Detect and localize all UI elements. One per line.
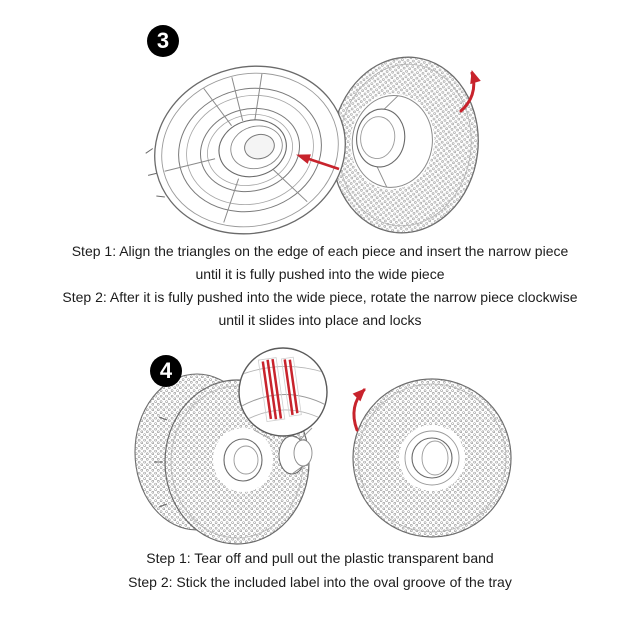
step-3-illustration [145,56,481,235]
step-4-illustration [134,347,512,545]
transparent-band-red-stripes [257,356,302,422]
instruction-line: until it slides into place and locks [218,312,422,328]
pull-band-arrow-icon [352,388,366,432]
step-3-number-badge: 3 [147,25,179,57]
step-3-instructions: Step 1: Align the triangles on the edge … [0,240,640,332]
rotate-clockwise-arrow-icon [459,70,481,113]
wide-piece-drawing [331,56,479,234]
insert-arrow-icon [296,154,340,171]
step-4-instructions: Step 1: Tear off and pull out the plasti… [0,546,640,594]
instruction-line: Step 2: After it is fully pushed into th… [62,289,578,305]
narrow-piece-drawing [145,65,346,235]
instruction-line: Step 1: Tear off and pull out the plasti… [146,550,494,566]
instruction-line: until it is fully pushed into the wide p… [195,266,445,282]
instruction-line: Step 2: Stick the included label into th… [128,574,512,590]
assembled-spool-side-view [134,373,313,545]
step-4-number-badge: 4 [150,355,182,387]
instruction-line: Step 1: Align the triangles on the edge … [71,243,569,259]
assembled-spool-front-view [352,378,512,538]
magnifier-inset [238,347,328,441]
